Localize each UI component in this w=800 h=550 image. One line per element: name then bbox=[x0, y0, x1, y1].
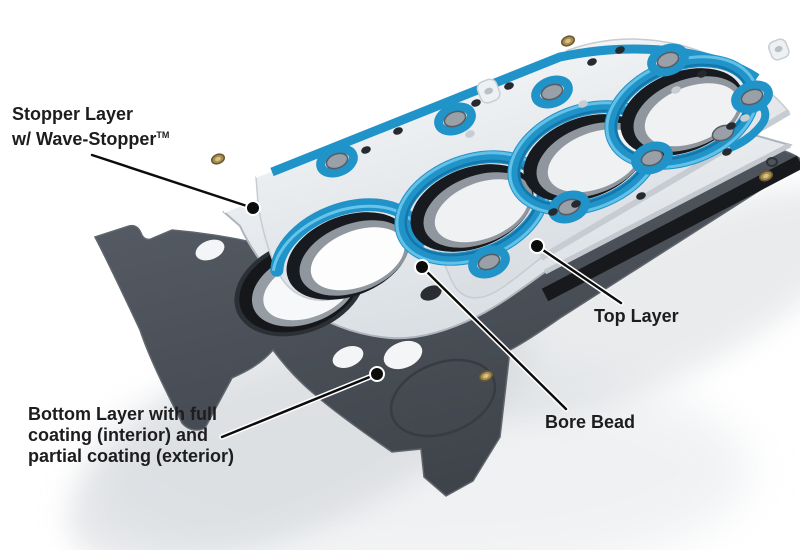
tab-hole bbox=[484, 87, 493, 95]
rivet bbox=[478, 370, 494, 382]
bolt-hole bbox=[332, 346, 364, 368]
coolant-hole bbox=[726, 122, 736, 130]
bolt-loop-bead bbox=[316, 144, 358, 178]
bottom-layer-holes bbox=[195, 239, 423, 370]
bolt-loop-bead bbox=[731, 80, 773, 114]
bolt-loop-bead bbox=[647, 43, 689, 77]
callout-leaders bbox=[89, 152, 624, 440]
top-layer-leader bbox=[535, 244, 623, 305]
coolant-hole bbox=[740, 114, 750, 122]
bolt-hole bbox=[740, 88, 764, 106]
stack-shadow-band bbox=[541, 155, 800, 302]
coolant-hole bbox=[615, 46, 625, 54]
bottom-layer-dot bbox=[369, 366, 385, 382]
coolant-hole bbox=[465, 130, 475, 138]
coolant-hole bbox=[636, 192, 646, 200]
coolant-holes-dark bbox=[361, 46, 736, 216]
rivet-center bbox=[483, 373, 489, 379]
edge-hook bbox=[766, 157, 778, 167]
alignment-tab-top bbox=[476, 78, 501, 104]
shadow-blob-right bbox=[470, 188, 800, 422]
bolt-loop-bead bbox=[468, 245, 510, 279]
coolant-hole bbox=[393, 127, 403, 135]
rivet-center bbox=[565, 38, 571, 44]
cylinder-bore-1 bbox=[270, 198, 426, 300]
stopper-layer-dot bbox=[245, 200, 261, 216]
bore-bead-dot bbox=[414, 259, 430, 275]
bottom-layer-label-line1: Bottom Layer with full bbox=[28, 404, 217, 424]
bolt-loop bbox=[631, 141, 673, 175]
coating-groove-ring bbox=[389, 358, 497, 438]
bolt-loop bbox=[434, 102, 476, 136]
bolt-hole bbox=[325, 152, 349, 170]
bolt-hole bbox=[540, 83, 564, 101]
bottom-layer-label-line2: coating (interior) and bbox=[28, 425, 208, 445]
bolt-hole bbox=[656, 51, 680, 69]
bottom-layer-label: Bottom Layer with full coating (interior… bbox=[28, 404, 234, 467]
stopper-layer-label: Stopper Layer w/ Wave-StopperTM bbox=[12, 104, 169, 150]
stopper-layer-leader bbox=[90, 153, 255, 210]
bore-opening bbox=[434, 179, 529, 243]
bottom-layer-label-line3: partial coating (exterior) bbox=[28, 446, 235, 466]
coolant-hole bbox=[587, 58, 597, 66]
coolant-hole bbox=[571, 200, 581, 208]
stopper-layer-label-line2: w/ Wave-Stopper bbox=[12, 129, 157, 149]
coolant-holes-light bbox=[465, 86, 750, 138]
stopper-side-edge bbox=[543, 142, 792, 275]
bolt-loop bbox=[647, 43, 689, 77]
coolant-hole bbox=[722, 148, 732, 156]
stopper-layer-label-line1: Stopper Layer bbox=[12, 104, 134, 124]
coolant-hole bbox=[697, 70, 707, 78]
rivet bbox=[560, 35, 576, 47]
rivet bbox=[210, 153, 226, 165]
coolant-hole bbox=[578, 100, 588, 108]
bolt-loop-bead bbox=[531, 75, 573, 109]
top-layer-dot bbox=[529, 238, 545, 254]
trademark-mark: TM bbox=[156, 130, 170, 140]
top-layer-label-text: Top Layer bbox=[594, 306, 679, 326]
bottom-layer-leader bbox=[220, 372, 379, 439]
rivet bbox=[758, 170, 774, 182]
top-layer-label: Top Layer bbox=[594, 306, 679, 327]
bolt-loop bbox=[316, 144, 358, 178]
bolt-loop-bead bbox=[631, 141, 673, 175]
bore-bead-leader bbox=[420, 265, 568, 411]
bolt-loop bbox=[531, 75, 573, 109]
bore-opening bbox=[310, 227, 405, 291]
bolt-hole bbox=[195, 239, 225, 261]
bore-bead-label: Bore Bead bbox=[545, 412, 635, 433]
bolt-hole-loops bbox=[316, 43, 773, 279]
tab-hole bbox=[774, 45, 783, 53]
coolant-hole bbox=[361, 146, 371, 154]
coolant-hole bbox=[548, 208, 558, 216]
coolant-hole bbox=[504, 82, 514, 90]
rivet-center bbox=[763, 173, 769, 179]
cylinder-bore-2 bbox=[394, 150, 550, 266]
coolant-hole bbox=[471, 99, 481, 107]
bolt-hole bbox=[383, 340, 423, 370]
bolt-hole bbox=[443, 110, 467, 128]
bolt-loop bbox=[468, 245, 510, 279]
rivet-center bbox=[215, 156, 221, 162]
bolt-hole bbox=[477, 253, 501, 271]
bolt-loop-bead bbox=[434, 102, 476, 136]
coolant-hole bbox=[671, 86, 681, 94]
stopper-hole bbox=[420, 285, 442, 301]
bolt-hole bbox=[640, 149, 664, 167]
rivets bbox=[210, 35, 774, 382]
alignment-tab-right bbox=[768, 38, 790, 61]
bore-bead-label-text: Bore Bead bbox=[545, 412, 636, 432]
bolt-loop bbox=[731, 80, 773, 114]
